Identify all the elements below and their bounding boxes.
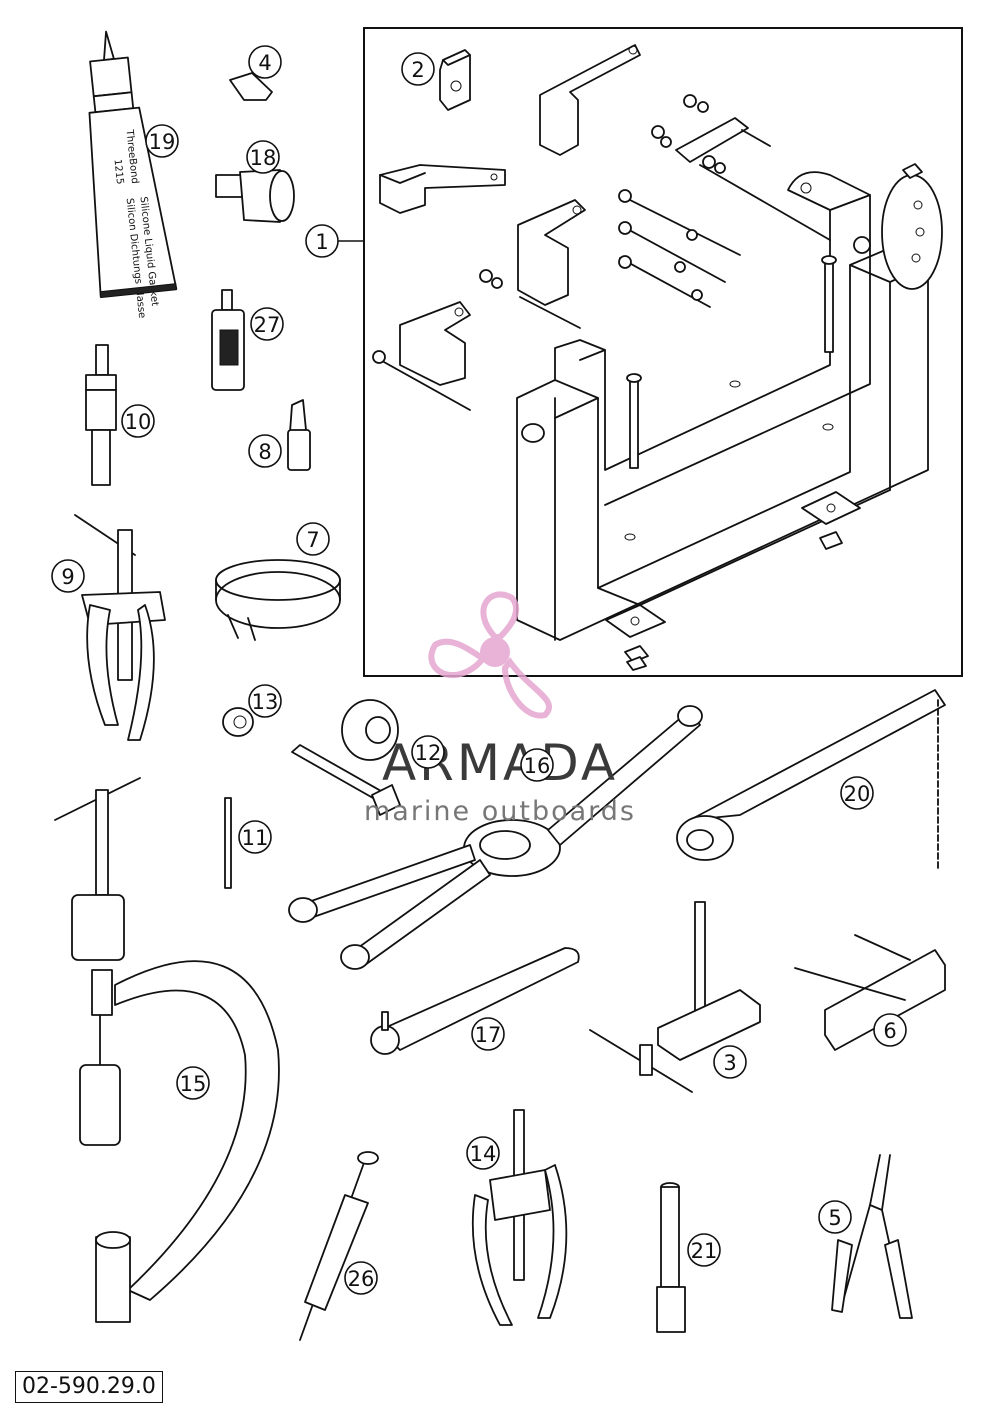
callout-label-17: 17 — [475, 1023, 502, 1047]
callout-circle-17 — [471, 1017, 505, 1051]
callout-circle-6 — [873, 1013, 907, 1047]
adapter-tool — [215, 169, 295, 223]
callout-label-5: 5 — [828, 1206, 841, 1230]
stand-bracket-2 — [439, 49, 471, 111]
stand-arm-lower — [399, 301, 471, 386]
logo-blade-left — [428, 638, 485, 679]
logo-blade-top — [480, 591, 520, 640]
small-bearing — [222, 707, 254, 737]
callout-circle-14 — [466, 1136, 500, 1170]
callout-label-7: 7 — [306, 528, 319, 552]
callout-circle-7 — [296, 522, 330, 556]
small-bottle — [287, 399, 311, 471]
jaw-puller — [471, 1109, 568, 1326]
bar-puller — [794, 934, 946, 1051]
callout-circle-13 — [248, 684, 282, 718]
slide-hammer — [85, 344, 117, 486]
syringe — [299, 1151, 379, 1341]
engine-stand — [516, 163, 943, 671]
stand-arm-left — [379, 164, 506, 214]
callout-circle-20 — [840, 776, 874, 810]
callout-label-13: 13 — [252, 690, 279, 714]
flat-spanner — [370, 947, 580, 1055]
callout-circle-27 — [250, 307, 284, 341]
callout-circle-1 — [305, 224, 339, 258]
callout-circle-26 — [344, 1261, 378, 1295]
callout-label-2: 2 — [411, 58, 424, 82]
callout-circle-18 — [246, 140, 280, 174]
callout-circle-4 — [248, 45, 282, 79]
callout-label-19: 19 — [149, 130, 176, 154]
clamp-ring — [215, 559, 341, 641]
mandrel — [656, 1182, 686, 1333]
watermark-tagline: marine outboards — [364, 796, 636, 827]
callout-label-15: 15 — [180, 1072, 207, 1096]
chain-wrench — [676, 689, 946, 871]
c-clamp-press — [54, 777, 280, 1323]
callout-circle-8 — [248, 434, 282, 468]
callout-circle-2 — [401, 52, 435, 86]
plug-tool — [229, 72, 273, 101]
callout-circle-9 — [51, 559, 85, 593]
callout-label-12: 12 — [415, 741, 442, 765]
callout-circle-5 — [818, 1200, 852, 1234]
callout-label-9: 9 — [61, 565, 74, 589]
callout-label-26: 26 — [348, 1267, 375, 1291]
callout-label-4: 4 — [258, 51, 271, 75]
bottle — [211, 289, 245, 391]
callout-label-10: 10 — [125, 410, 152, 434]
callout-circle-3 — [713, 1045, 747, 1079]
threebond-tube: ThreeBond 1215 Silicone Liquid Gasket Si… — [88, 30, 178, 319]
callout-label-6: 6 — [883, 1019, 896, 1043]
bearing-and-bolt — [291, 699, 401, 816]
engine-stand-frame — [363, 27, 963, 677]
logo-hub — [480, 637, 510, 667]
part-number-label: 02-590.29.0 — [15, 1371, 163, 1403]
callout-circle-15 — [176, 1066, 210, 1100]
spanner-tool — [288, 705, 703, 970]
callout-label-11: 11 — [242, 826, 269, 850]
two-jaw-puller — [74, 514, 166, 741]
armada-logo — [428, 591, 552, 719]
callout-circle-16 — [520, 748, 554, 782]
callout-label-8: 8 — [258, 440, 271, 464]
callout-label-20: 20 — [844, 782, 871, 806]
callout-label-27: 27 — [254, 313, 281, 337]
tube-code: 1215 — [111, 159, 125, 185]
callout-label-1: 1 — [315, 230, 328, 254]
t-handle-puller — [589, 901, 761, 1093]
stand-arm-upper — [539, 44, 641, 156]
callout-label-16: 16 — [524, 754, 551, 778]
pin — [224, 797, 232, 889]
stand-arm-middle — [517, 199, 586, 306]
callout-label-21: 21 — [691, 1239, 718, 1263]
callout-circle-12 — [411, 735, 445, 769]
circlip-pliers — [831, 1154, 913, 1319]
stand-bolts — [372, 94, 831, 411]
callout-label-18: 18 — [250, 146, 277, 170]
callout-circle-11 — [238, 820, 272, 854]
callout-label-14: 14 — [470, 1142, 497, 1166]
callout-circle-19 — [145, 124, 179, 158]
logo-blade-right — [501, 657, 552, 719]
callout-circle-21 — [687, 1233, 721, 1267]
callout-circle-10 — [121, 404, 155, 438]
callout-label-3: 3 — [723, 1051, 736, 1075]
